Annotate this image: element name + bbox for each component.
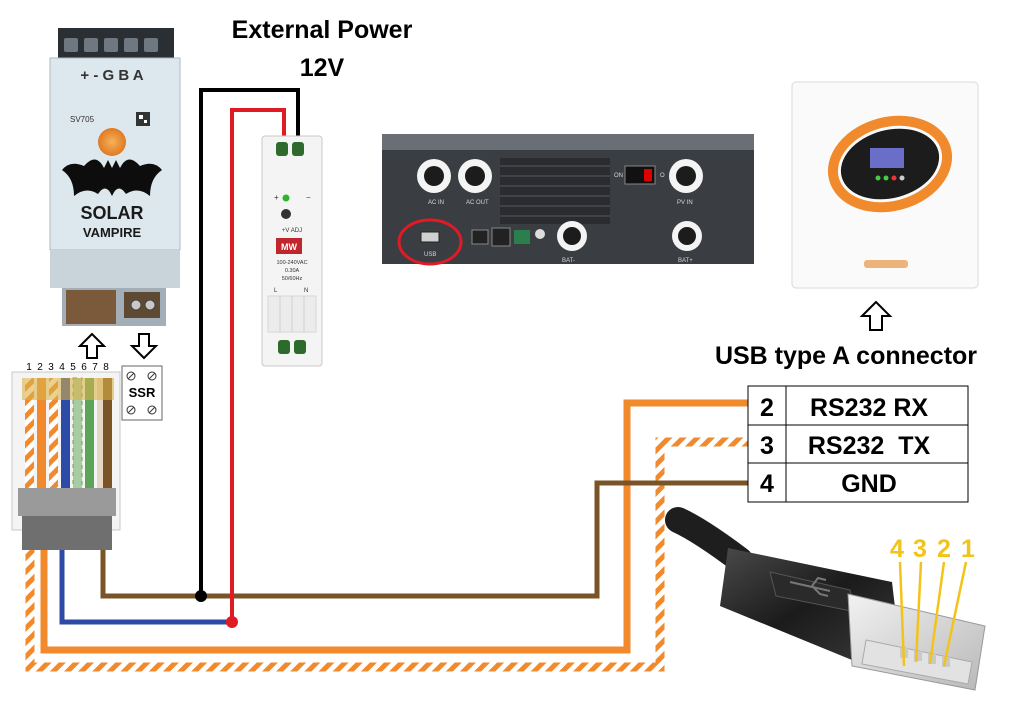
wire-black: [199, 88, 300, 596]
rj45-socket: [66, 290, 116, 324]
vampire-terminal-label: + - G B A: [80, 67, 143, 84]
arrow-up-icon: [859, 300, 893, 331]
arrow-down-icon: [129, 333, 159, 360]
psu-spec-current: 0.30A: [285, 268, 300, 274]
label-bat-plus: BAT+: [678, 258, 693, 264]
wire-blue: [59, 545, 232, 625]
pin-signal: RS232 TX: [808, 432, 931, 460]
psu-mark-minus: −: [306, 193, 311, 202]
rj45-pin-number: 8: [103, 362, 109, 373]
junction-black: [195, 590, 207, 602]
label-usb: USB: [424, 252, 436, 258]
psu-led-icon: [282, 194, 290, 202]
label-on: ON: [614, 173, 623, 179]
rj45-pin-number: 3: [48, 362, 54, 373]
external-power-title: External Power: [232, 16, 413, 44]
pin-number: 2: [760, 394, 774, 422]
psu-pot-label: +V ADJ: [282, 228, 302, 234]
usb-pin-label: 3: [913, 535, 927, 563]
label-ac-out: AC OUT: [466, 200, 489, 206]
usb-connector-title: USB type A connector: [715, 342, 977, 370]
rj45-pin-number: 1: [26, 362, 32, 373]
sun-icon: [98, 128, 126, 156]
psu-term-n: N: [304, 288, 308, 294]
rj45-pin-number: 4: [59, 362, 65, 373]
pin-signal: RS232 RX: [810, 394, 928, 422]
wire-red: [230, 108, 286, 622]
psu-pot-icon: [281, 209, 291, 219]
ssr-label: SSR: [129, 385, 156, 400]
usb-pin-leaders: [898, 561, 968, 667]
arrow-up-icon: [77, 332, 107, 359]
label-off: O: [660, 173, 665, 179]
junction-red: [226, 616, 238, 628]
rj45-pin-number: 2: [37, 362, 43, 373]
psu-spec-frequency: 50/60Hz: [282, 276, 303, 282]
wire-orange-solid: [40, 399, 748, 654]
label-ac-in: AC IN: [428, 200, 444, 206]
wires: [25, 88, 748, 672]
psu-spec-voltage: 100-240VAC: [276, 260, 307, 266]
vampire-model: SV705: [70, 115, 95, 124]
rj45-pin-number: 7: [92, 362, 98, 373]
brand-logo: [864, 260, 908, 268]
vampire-brand-vampire: VAMPIRE: [83, 225, 142, 240]
pin-number: 3: [760, 432, 774, 460]
psu-term-l: L: [274, 288, 278, 294]
rj45-pin-number: 6: [81, 362, 87, 373]
usb-pin-label: 4: [890, 535, 904, 563]
inverter-front: [791, 81, 979, 289]
psu-mark-plus: +: [274, 193, 279, 202]
usb-port-highlight: [397, 218, 463, 266]
bat-icon: [62, 159, 162, 196]
inverter-bottom-panel: AC IN AC OUT PV IN USB BAT- BAT+ ON O: [382, 134, 754, 266]
mw-logo-text: MW: [281, 242, 297, 252]
usb-pin-label: 1: [961, 535, 975, 563]
label-bat-minus: BAT-: [562, 258, 575, 264]
power-supply-module: + − +V ADJ MW 100-240VAC 0.30A 50/60Hz L…: [261, 135, 323, 367]
pin-number: 4: [760, 470, 774, 498]
usb-pin-label: 2: [937, 535, 951, 563]
wire-orange-striped: [25, 437, 748, 672]
label-pv-in: PV IN: [677, 200, 693, 206]
inverter-usb-port-icon: [420, 231, 440, 243]
usb-trident-icon: [789, 576, 831, 597]
external-power-voltage: 12V: [300, 54, 345, 82]
pin-signal: GND: [841, 470, 897, 498]
lcd-display: [870, 148, 904, 168]
ssr-module: SSR: [121, 365, 163, 421]
vampire-brand-solar: SOLAR: [81, 203, 144, 223]
solar-vampire-device: + - G B A SV705 SOLAR VAMPIRE: [49, 28, 181, 326]
rj45-pin-number: 5: [70, 362, 76, 373]
pin-table: 2 RS232 RX 3 RS232 TX 4 GND: [747, 385, 969, 503]
wire-brown: [100, 480, 748, 599]
mw-logo: [276, 238, 302, 254]
